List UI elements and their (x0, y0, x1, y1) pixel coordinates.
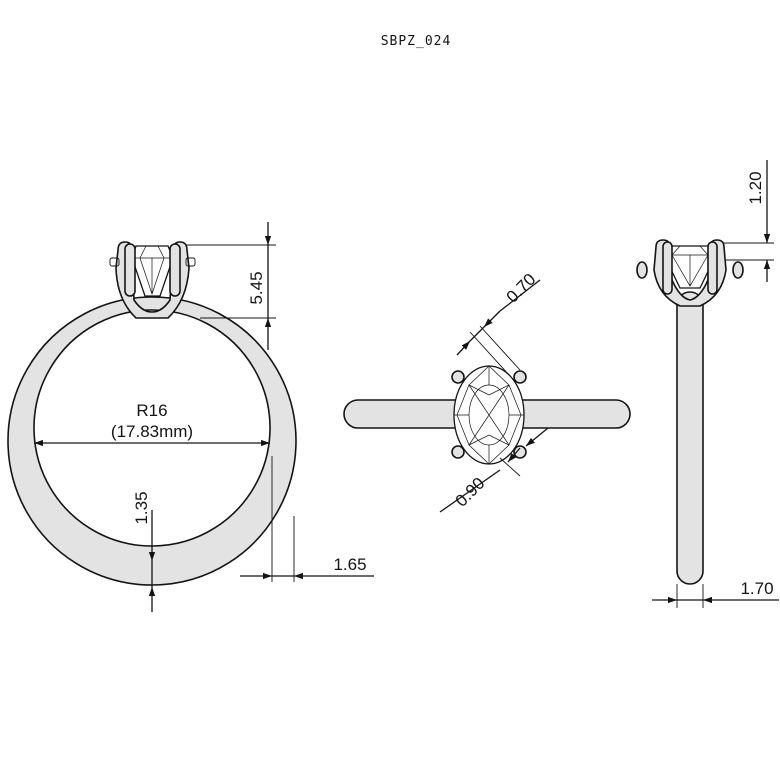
gallery-width-label: 0.90 (452, 474, 489, 511)
prong-right (169, 243, 181, 297)
girdle-height-label: 1.20 (746, 171, 765, 204)
oval-stone (451, 365, 527, 465)
stone-head (109, 241, 196, 319)
ring-band (7, 296, 297, 586)
front-view: 5.45 R16 (17.83mm) 1.35 1.65 (7, 222, 374, 612)
band-width-label: 1.70 (740, 579, 773, 598)
band-thickness-label: 1.35 (132, 491, 151, 524)
head-height-label: 5.45 (247, 271, 266, 304)
side-view: 1.20 1.70 (636, 160, 779, 608)
prong-width-label: 0.70 (503, 270, 540, 307)
top-view: 0.70 0.90 (343, 270, 631, 513)
ring-size-label: R16 (136, 401, 167, 420)
inner-diameter-label: (17.83mm) (111, 422, 193, 441)
drawing-code: SBPZ_024 (381, 34, 452, 49)
front-gem (131, 245, 174, 297)
band-depth-label: 1.65 (333, 555, 366, 574)
prong-left (124, 243, 136, 297)
side-band (676, 291, 704, 585)
side-head (636, 239, 744, 307)
